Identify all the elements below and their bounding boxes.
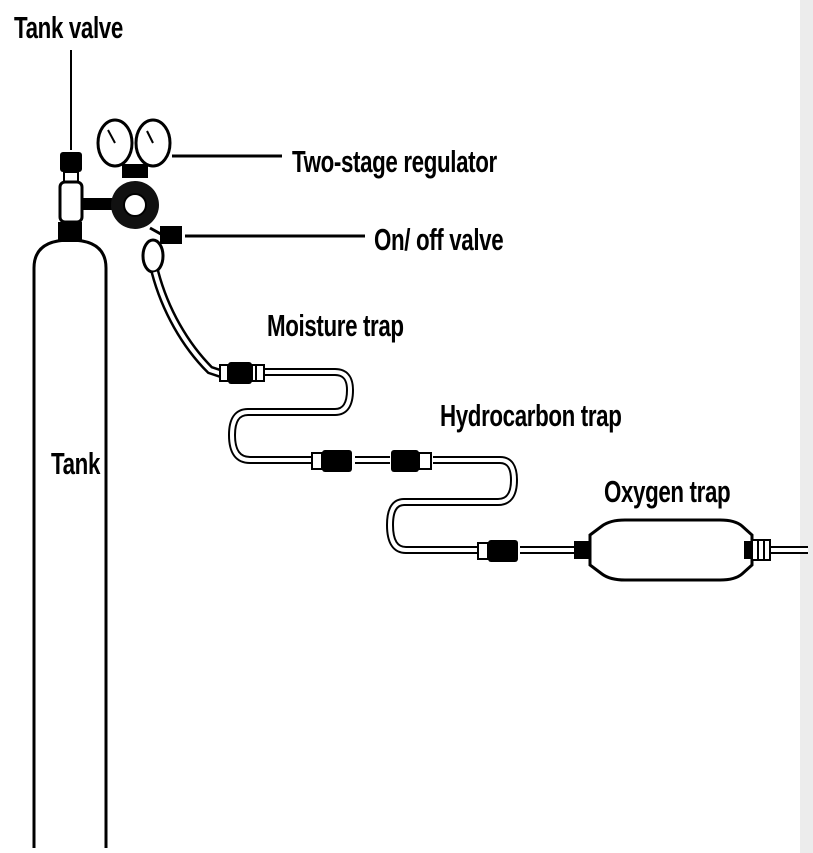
oxygen-line-connector — [477, 540, 518, 562]
label-oxygen-trap: Oxygen trap — [604, 474, 731, 509]
label-tank: Tank — [51, 446, 101, 481]
hydrocarbon-trap — [311, 450, 432, 472]
label-on-off-valve: On/ off valve — [374, 222, 504, 257]
gas-tubing — [150, 270, 808, 554]
regulator-inlet-connector — [82, 198, 120, 210]
tank-valve-body — [58, 180, 84, 224]
tank-valve-assembly — [58, 50, 84, 224]
label-two-stage-regulator: Two-stage regulator — [292, 144, 497, 179]
two-stage-regulator — [96, 118, 282, 229]
on-off-valve — [141, 226, 365, 274]
label-hydrocarbon-trap: Hydrocarbon trap — [440, 398, 622, 433]
tank-neck — [58, 222, 82, 242]
label-tank-valve: Tank valve — [14, 10, 123, 45]
oxygen-trap — [574, 518, 771, 582]
tank-valve-knob — [60, 152, 82, 172]
gas-tank — [32, 222, 108, 848]
label-moisture-trap: Moisture trap — [267, 308, 404, 343]
page-edge-shadow — [800, 0, 813, 853]
moisture-trap — [219, 362, 265, 384]
